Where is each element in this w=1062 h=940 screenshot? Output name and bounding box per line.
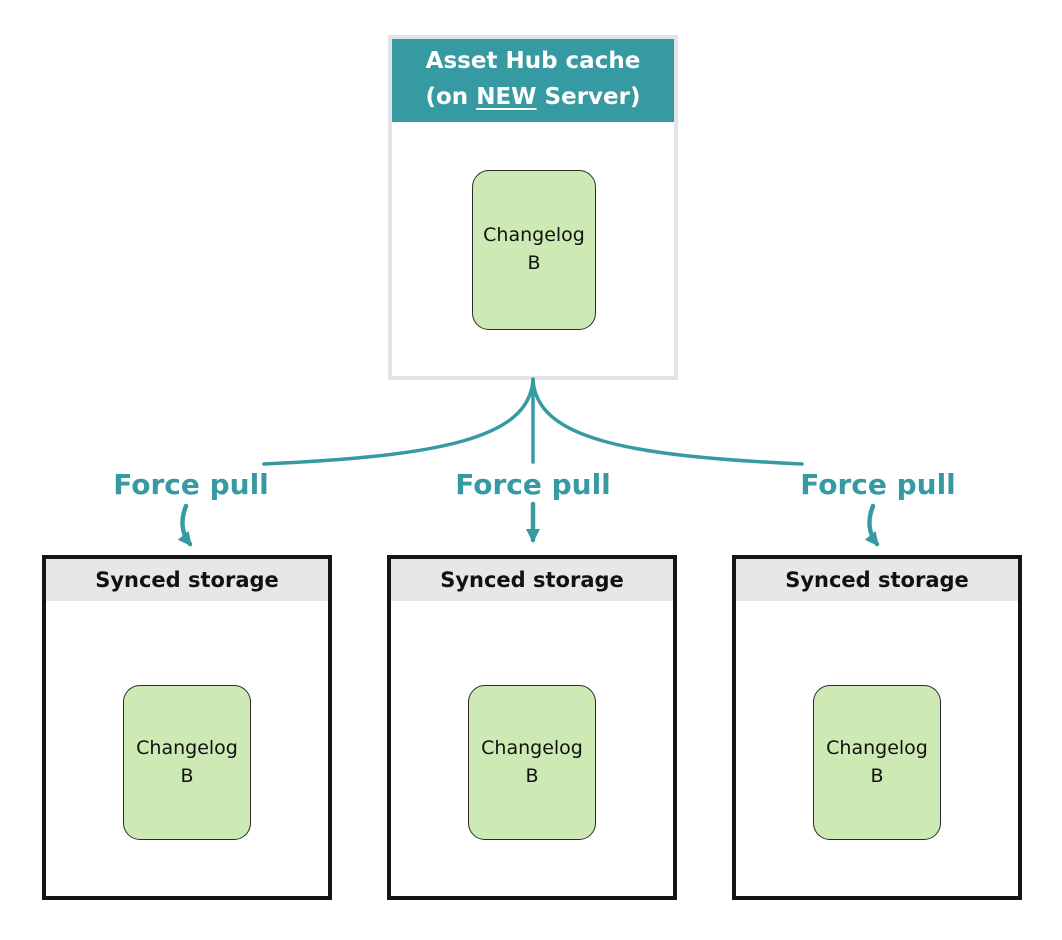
changelog-b-item-storage-center: Changelog B	[468, 685, 596, 840]
synced-storage-box-center: Synced storage Changelog B	[387, 555, 677, 900]
changelog-b-item-cache: Changelog B	[472, 170, 596, 330]
force-pull-label-center: Force pull	[455, 468, 611, 501]
changelog-b-item-storage-right: Changelog B	[813, 685, 941, 840]
synced-storage-title: Synced storage	[46, 559, 328, 601]
changelog-b-item-storage-left: Changelog B	[123, 685, 251, 840]
force-pull-label-right: Force pull	[800, 468, 956, 501]
asset-hub-cache-title: Asset Hub cache (on NEW Server)	[392, 39, 674, 123]
synced-storage-box-left: Synced storage Changelog B	[42, 555, 332, 900]
asset-hub-cache-title-line2-suffix: Server)	[536, 83, 641, 110]
force-pull-arrow-left	[177, 503, 193, 547]
synced-storage-title: Synced storage	[391, 559, 673, 601]
force-pull-label-left: Force pull	[113, 468, 269, 501]
asset-hub-cache-title-new-underlined: NEW	[476, 83, 537, 110]
asset-hub-cache-box: Asset Hub cache (on NEW Server) Changelo…	[388, 35, 678, 380]
synced-storage-title: Synced storage	[736, 559, 1018, 601]
synced-storage-box-right: Synced storage Changelog B	[732, 555, 1022, 900]
asset-hub-cache-title-line1: Asset Hub cache	[425, 48, 641, 74]
fan-line-left	[262, 378, 535, 466]
fan-line-right	[531, 378, 804, 466]
force-pull-arrow-right	[864, 503, 880, 547]
asset-hub-cache-title-line2-prefix: (on	[425, 83, 477, 110]
